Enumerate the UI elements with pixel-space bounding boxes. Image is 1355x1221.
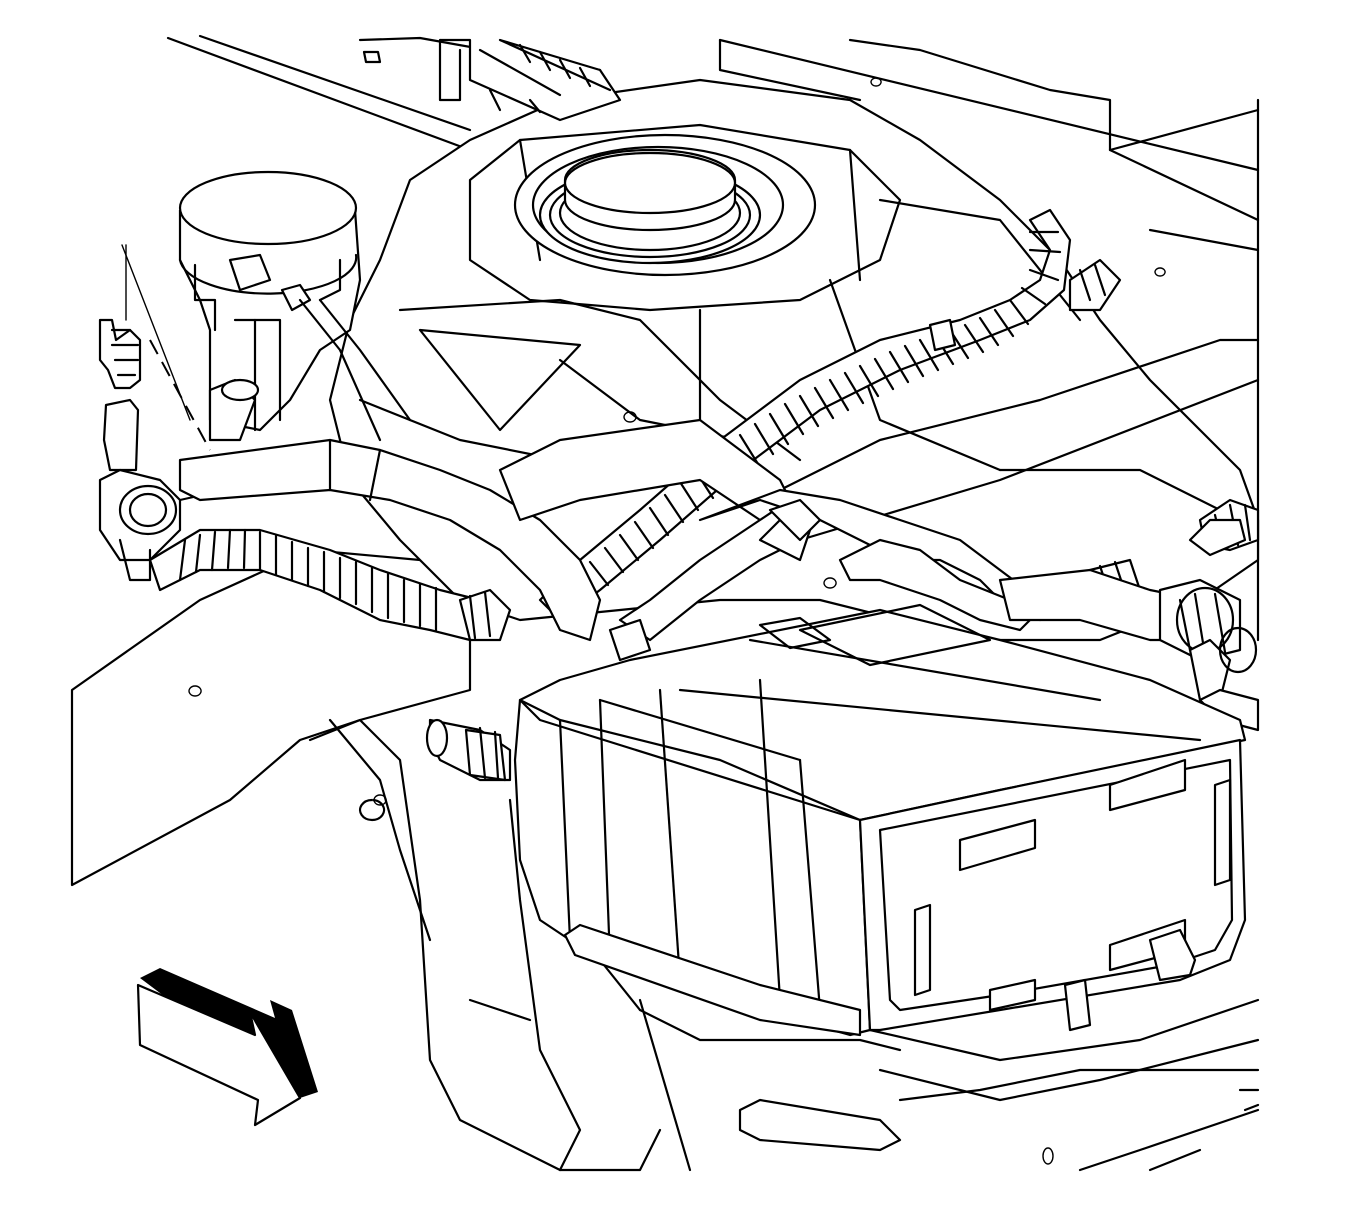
fuel-tank-filler-cap [513, 133, 817, 277]
filler-vent-hose [362, 38, 622, 122]
vapor-hoses [178, 418, 1260, 782]
electrical-connector [98, 244, 361, 582]
lower-mounting-brackets [738, 998, 1260, 1172]
evap-vent-solenoid [178, 170, 412, 442]
direction-arrow-icon [136, 968, 318, 1127]
evap-canister [513, 603, 1247, 1052]
